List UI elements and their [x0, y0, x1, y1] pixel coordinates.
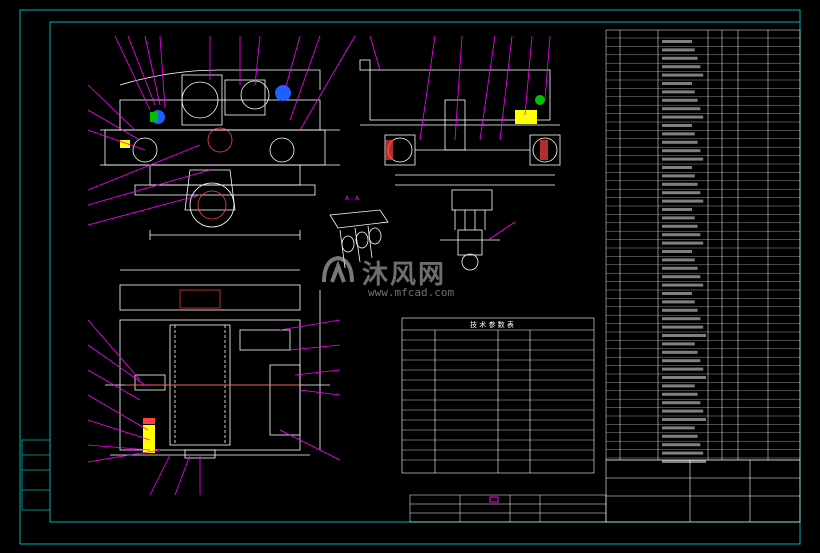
parts-list-rows [606, 37, 800, 459]
parts-list-entry [662, 401, 701, 405]
parts-list-entry [662, 300, 695, 304]
parts-list-entry [662, 250, 692, 253]
parts-list-entry [662, 107, 701, 111]
parts-list-entry [662, 115, 704, 119]
parts-list-entry [662, 40, 692, 43]
parts-list-entry [662, 367, 704, 371]
parts-list-entry [662, 266, 698, 270]
parts-list-entry [662, 376, 706, 379]
side-view-leaders [369, 35, 551, 141]
parts-list-entry [662, 241, 704, 245]
parts-list-entry [662, 317, 701, 321]
parts-list-entry [662, 392, 698, 396]
plan-view-colored-parts [143, 418, 155, 453]
section-detail-view [440, 189, 500, 271]
parts-list-entry [662, 434, 698, 438]
parts-list-table [605, 29, 801, 461]
hanger-detail [329, 209, 389, 269]
section-leader [487, 221, 516, 241]
parts-list-entry [662, 166, 692, 169]
parts-list-entry [662, 182, 698, 186]
parts-list-entry [662, 292, 692, 295]
title-block [605, 459, 801, 523]
parts-list-entry [662, 65, 701, 69]
parts-list-entry [662, 132, 695, 136]
parts-list-entry [662, 418, 706, 421]
plan-view-red-outline [125, 289, 300, 386]
parts-list-entry [662, 258, 695, 262]
plan-view-leaders [87, 319, 341, 496]
main-front-view [100, 69, 340, 240]
parts-list-entry [662, 98, 698, 102]
main-view-colored-parts [120, 85, 291, 148]
parts-list-entry [662, 342, 695, 346]
parts-list-entry [662, 233, 701, 237]
parts-list-entry [662, 191, 701, 195]
main-view-leaders [87, 35, 356, 226]
plan-view [105, 269, 330, 459]
tech-table-rows [402, 339, 594, 461]
parts-list-entry [662, 325, 704, 329]
parts-list-entry [662, 334, 706, 337]
parts-list-entry [662, 56, 698, 60]
parts-list-entry [662, 149, 701, 153]
tech-parameter-table [401, 317, 595, 474]
parts-list-entry [662, 157, 704, 161]
parts-list-entry [662, 199, 704, 203]
bottom-revision-block [409, 494, 607, 523]
parts-list-entry [662, 460, 706, 463]
parts-list-entry [662, 283, 704, 287]
parts-list-entry [662, 359, 701, 363]
parts-list-entry [662, 384, 695, 388]
parts-list-entry [662, 73, 704, 77]
parts-list-entry [662, 140, 698, 144]
parts-list-entry [662, 350, 698, 354]
parts-list-entry [662, 409, 704, 413]
parts-list-entry [662, 124, 692, 127]
parts-list-entry [662, 308, 698, 312]
parts-list-entry [662, 48, 695, 52]
revision-mark [489, 496, 499, 503]
parts-list-entry [662, 208, 692, 211]
parts-list-entry [662, 451, 704, 455]
parts-list-entry [662, 216, 695, 220]
side-view-colored-parts [385, 95, 548, 160]
parts-list-entry [662, 174, 695, 178]
parts-list-entry [662, 443, 701, 447]
detail-title: A - A [345, 195, 360, 202]
parts-list-entries [662, 40, 706, 463]
margin-stamp-boxes [21, 439, 51, 511]
parts-list-entry [662, 90, 695, 94]
parts-list-entry [662, 224, 698, 228]
parts-list-entry [662, 82, 692, 85]
tech-table-title: 技 术 参 数 表 [470, 320, 514, 329]
parts-list-entry [662, 275, 701, 279]
parts-list-entry [662, 426, 695, 430]
